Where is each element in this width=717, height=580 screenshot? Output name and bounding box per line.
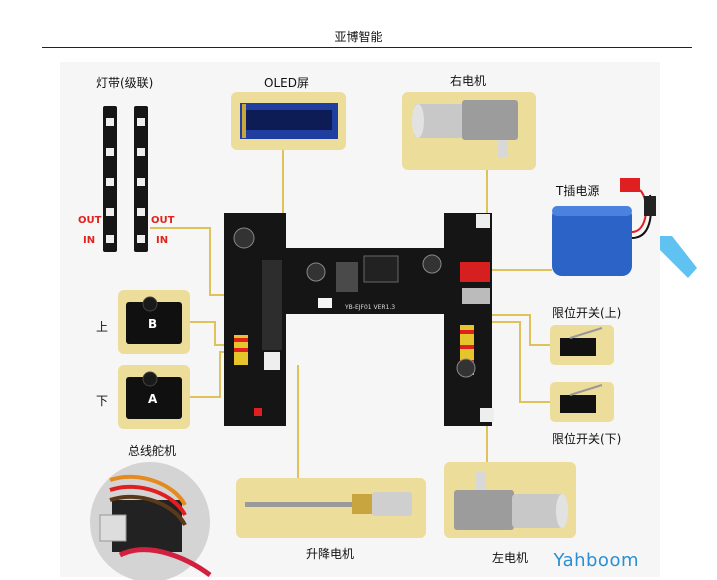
limit-switch-down (560, 384, 603, 413)
bus-servo-photo (90, 462, 212, 580)
right-out-label: OUT (151, 215, 175, 226)
right-motor-graphic (412, 100, 518, 158)
oled-display (240, 103, 338, 139)
left-motor-graphic (454, 472, 568, 530)
header-divider (42, 47, 692, 48)
page-header: 亚博智能 (334, 30, 383, 44)
limit-switch-up (560, 327, 603, 356)
limit-switch-up-label: 限位开关(上) (552, 306, 622, 320)
main-pcb: YB-EJF01 VER1.3 (224, 213, 494, 426)
bus-servo-label: 总线舵机 (128, 444, 177, 458)
servo-a-label: A (148, 392, 158, 406)
brand-logo: Yahboom (553, 550, 639, 571)
servo-b-label: B (148, 317, 158, 331)
right-in-label: IN (156, 235, 169, 246)
lift-motor-graphic (245, 492, 412, 516)
servo-up-label: 上 (96, 320, 109, 334)
left-out-label: OUT (78, 215, 102, 226)
led-strip-left (103, 106, 117, 252)
board-silkscreen: YB-EJF01 VER1.3 (344, 304, 395, 311)
led-strip-right (134, 106, 148, 252)
limit-switch-down-label: 限位开关(下) (552, 432, 622, 446)
left-motor-label: 左电机 (492, 551, 529, 565)
lift-motor-label: 升降电机 (306, 547, 355, 561)
servo-b (126, 296, 182, 344)
battery-label: T插电源 (556, 184, 600, 198)
led-strip-label: 灯带(级联) (96, 76, 154, 90)
servo-a (126, 371, 182, 419)
oled-label: OLED屏 (264, 76, 309, 90)
servo-down-label: 下 (96, 394, 109, 408)
left-in-label: IN (83, 235, 96, 246)
edge-decoration (660, 236, 697, 278)
right-motor-label: 右电机 (450, 74, 487, 88)
battery-pack (552, 178, 656, 276)
